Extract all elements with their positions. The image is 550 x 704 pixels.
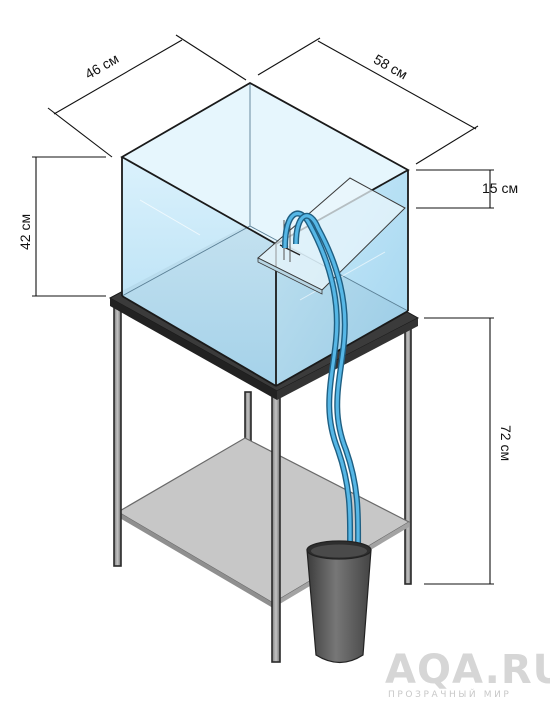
logo-text: AQA.RU (385, 647, 550, 693)
stand-height-label: 72 см (498, 425, 514, 461)
depth-label: 58 см (371, 51, 410, 82)
dimension-tank-height: 42 см (17, 156, 106, 297)
overflow-depth-label: 15 см (482, 180, 518, 196)
siphon-hoses (282, 210, 362, 553)
logo-subtitle: ПРОЗРАЧНЫЙ МИР (388, 688, 511, 700)
aqa-logo-watermark: AQA.RU ПРОЗРАЧНЫЙ МИР (385, 647, 550, 700)
tank-height-label: 42 см (17, 214, 33, 250)
bucket (306, 540, 372, 664)
overflow-box (257, 177, 406, 295)
dimension-stand-height: 72 см (424, 317, 514, 585)
width-label: 46 см (82, 50, 121, 82)
dimension-overflow-depth: 15 см (416, 169, 518, 209)
